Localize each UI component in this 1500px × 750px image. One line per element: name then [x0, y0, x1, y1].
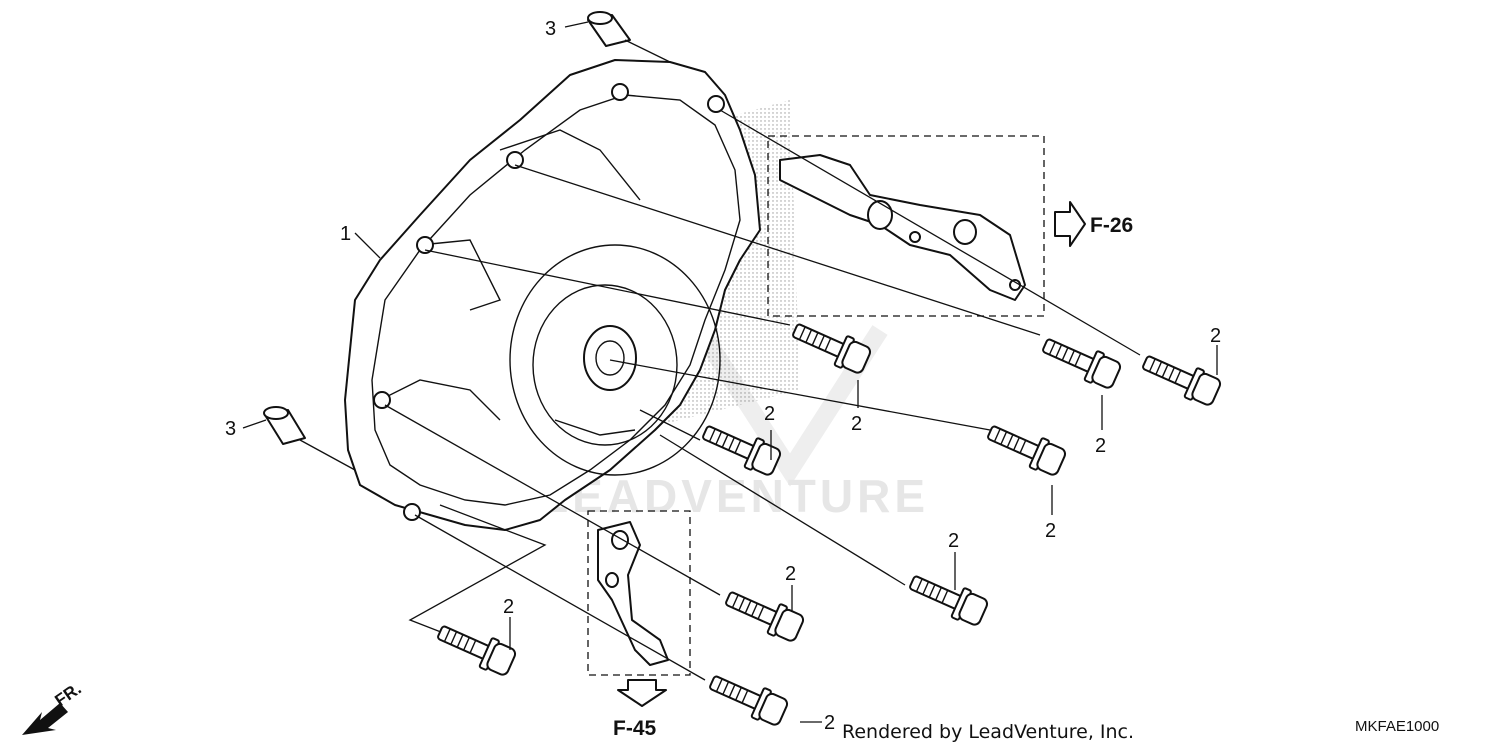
generator-cover	[344, 59, 761, 531]
ref-arrow-right: F-26	[1054, 201, 1133, 247]
ref-f-26: F-26	[1090, 214, 1133, 237]
bolt-c	[1137, 346, 1224, 410]
callout-2: 2	[851, 413, 862, 435]
diagram-code: MKFAE1000	[1355, 718, 1439, 735]
bolt-f	[904, 566, 991, 630]
callout-3-left: 3	[225, 418, 236, 440]
bolt-e	[982, 416, 1069, 480]
bracket-bottom	[587, 510, 691, 676]
collar-top	[587, 11, 631, 47]
callout-1: 1	[340, 223, 351, 245]
ref-arrow-bottom: F-45	[613, 679, 667, 740]
callout-2: 2	[1095, 435, 1106, 457]
callout-2: 2	[503, 596, 514, 618]
leader-lines	[299, 39, 1141, 681]
callout-2: 2	[1210, 325, 1221, 347]
bolt-h	[432, 616, 519, 680]
callout-2: 2	[948, 530, 959, 552]
front-arrow: FR.	[22, 679, 85, 735]
callout-2: 2	[824, 712, 835, 734]
callouts: 3 1 3 2 2 2 2 2 2 2 2 2	[225, 18, 1221, 734]
bolt-b	[1037, 329, 1124, 393]
callout-2: 2	[785, 563, 796, 585]
credit-text: Rendered by LeadVenture, Inc.	[842, 721, 1134, 743]
callout-2: 2	[764, 403, 775, 425]
callout-3-top: 3	[545, 18, 556, 40]
callout-2: 2	[1045, 520, 1056, 542]
front-label: FR.	[51, 679, 84, 710]
bracket-right	[767, 135, 1045, 317]
collar-left	[263, 406, 306, 445]
bolt-i	[704, 666, 791, 730]
bolt-g	[720, 582, 807, 646]
callout-ticks	[242, 21, 1218, 723]
ref-f-45: F-45	[613, 717, 657, 740]
bolt-a	[787, 314, 874, 378]
